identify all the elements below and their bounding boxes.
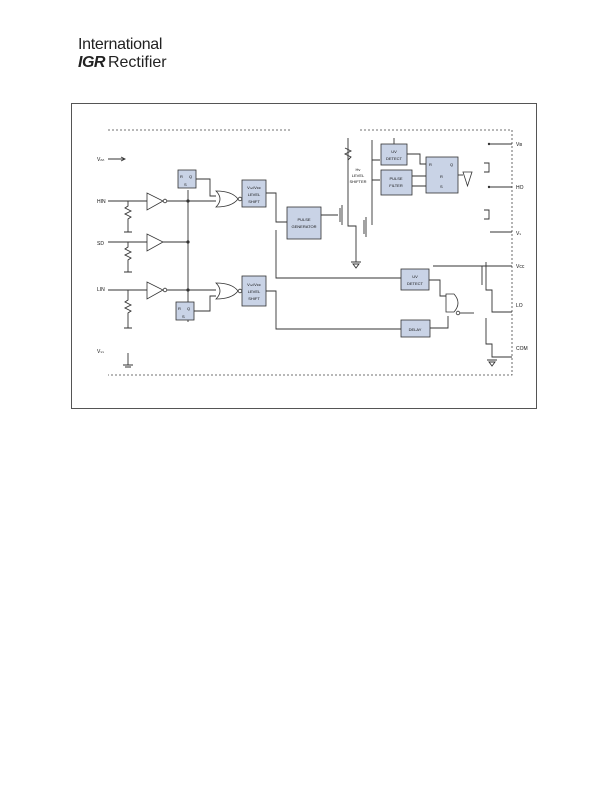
hv-ground: [351, 261, 361, 269]
level-shift-top: [241, 179, 267, 208]
hv-rail-left: [347, 138, 357, 262]
latch-bot-out: [194, 295, 216, 312]
lin-resistor: [123, 290, 133, 328]
level-shift-bot-l1: Vₙₙ/Vᴄᴄ: [247, 282, 261, 287]
uv-detect-bot-l2: DETECT: [407, 281, 424, 286]
level-shift-bot-l3: SHIFT: [248, 296, 260, 301]
pulse-gen-l2: GENERATOR: [292, 224, 317, 229]
nor-bot-bubble: [237, 288, 243, 294]
nand-gate: [445, 293, 459, 313]
vss-ground: [123, 353, 133, 368]
ls-mosfets: [481, 262, 512, 358]
latch-top-out: [196, 178, 216, 197]
pulse-gen-l1: PULSE: [297, 217, 310, 222]
delay-label: DELAY: [409, 327, 422, 332]
level-shift-bot: [241, 275, 267, 307]
company-logo: International IGR Rectifier: [78, 36, 167, 72]
junction-1: [186, 199, 190, 203]
ho-node: [487, 185, 491, 189]
hv-shifter-l3: SHIFTER: [349, 179, 366, 184]
pin-vss: Vₛₛ: [97, 349, 104, 355]
hv-to-filter: [372, 159, 380, 181]
latch-hs-q: Q: [450, 162, 453, 167]
level-shift-top-l2: LEVEL: [248, 192, 261, 197]
hv-mosfet-2: [363, 217, 367, 237]
lin-buffer-bubble: [162, 287, 168, 293]
pin-ho: HO: [516, 185, 524, 191]
uv-detect-bot-l1: UV: [412, 274, 418, 279]
nor-top-bubble: [237, 196, 243, 202]
pin-vdd: Vₙₙ: [97, 157, 104, 163]
latch-hs-r: R: [429, 162, 432, 167]
sd-buffer: [146, 233, 164, 252]
hs-pin-wires: [490, 143, 512, 233]
logo-rectifier: Rectifier: [107, 54, 167, 71]
uv-detect-bot: [400, 268, 430, 291]
pin-vb: Vʙ: [516, 142, 522, 148]
latch-bot: [175, 301, 195, 321]
vb-node: [487, 142, 491, 146]
latch-top: [177, 169, 197, 189]
sd-resistor: [123, 242, 133, 272]
level-shift-top-l3: SHIFT: [248, 199, 260, 204]
block-diagram-frame: [71, 103, 537, 409]
filter-to-latch: [412, 175, 426, 187]
hs-mosfets: [484, 162, 490, 220]
pin-lo: LO: [516, 303, 523, 309]
uv-detect-top-l1: UV: [391, 149, 397, 154]
pin-com: COM: [516, 346, 528, 352]
hin-buffer: [146, 192, 164, 211]
ls-top-to-pg: [266, 192, 287, 223]
hv-resistor: [343, 147, 353, 161]
level-shift-bot-l2: LEVEL: [248, 289, 261, 294]
nor-gate-bot: [215, 282, 239, 300]
latch-hs-s: S: [440, 184, 443, 189]
latch-top-q: Q: [189, 174, 192, 179]
chip-boundary: [108, 129, 513, 376]
pin-vs: Vₛ: [516, 231, 521, 237]
ls-bot-to-delay: [266, 290, 401, 330]
uv-detect-top-l2: DETECT: [386, 156, 403, 161]
latch-bot-r: R: [178, 306, 181, 311]
pulse-filter-l2: FILTER: [389, 183, 403, 188]
uv-detect-top: [380, 143, 408, 166]
logo-rectifier-row: IGR Rectifier: [78, 54, 167, 72]
latch-hs: [425, 156, 459, 194]
latch-hs-r2: R: [440, 174, 443, 179]
junction-3: [186, 288, 190, 292]
pg-to-uv: [275, 230, 401, 279]
resistor-grounds: [124, 231, 132, 329]
latch-top-r: R: [180, 174, 183, 179]
hin-resistor: [123, 201, 133, 232]
hin-buffer-bubble: [162, 198, 168, 204]
junction-2: [186, 240, 190, 244]
latch-bot-s: S: [182, 314, 185, 319]
lin-buffer: [146, 281, 164, 300]
level-shift-top-l1: Vₙₙ/Vᴄᴄ: [247, 185, 261, 190]
pin-lin: LIN: [97, 287, 105, 293]
pin-hin: HIN: [97, 199, 106, 205]
hv-shifter-l2: LEVEL: [352, 173, 365, 178]
hv-mosfet-1: [339, 205, 343, 225]
hs-driver: [462, 171, 473, 188]
hv-shifter-l1: Hᴠ: [356, 167, 361, 172]
com-ground: [487, 359, 497, 367]
uv-top-to-latch: [407, 153, 426, 165]
pulse-filter: [380, 169, 413, 196]
latch-top-s: S: [184, 182, 187, 187]
logo-international: International: [78, 36, 163, 53]
pin-vcc: Vᴄᴄ: [516, 264, 525, 270]
nand-bubble: [455, 310, 461, 316]
latch-bot-q: Q: [187, 306, 190, 311]
nor-gate-top: [215, 190, 239, 208]
pulse-generator: [286, 206, 322, 240]
uv-bot-out: [429, 279, 446, 297]
logo-mark: IGR: [78, 54, 105, 71]
pulse-filter-l1: PULSE: [389, 176, 402, 181]
delay-out: [430, 316, 449, 329]
delay-block: [400, 319, 431, 338]
pin-sd: SD: [97, 241, 104, 247]
vdd-arrowhead: [120, 156, 127, 162]
